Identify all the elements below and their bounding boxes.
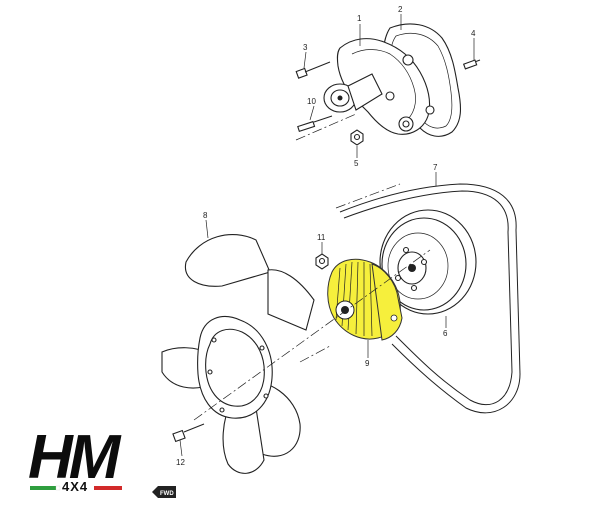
callout-9: 9 (365, 359, 370, 368)
callout-3: 3 (303, 43, 308, 52)
callout-6: 6 (443, 329, 448, 338)
callout-5: 5 (354, 159, 359, 168)
drive-belt (339, 183, 521, 414)
stud-10 (297, 115, 333, 133)
hm-4x4-logo: HM 4X4 (28, 423, 126, 494)
stud-4 (462, 59, 481, 70)
callout-1: 1 (357, 14, 362, 23)
logo-main-text: HM (28, 423, 122, 492)
logo-stripe-green (30, 486, 56, 490)
nut-5 (350, 129, 364, 146)
bolt-12 (172, 423, 205, 443)
water-pump-assembly (295, 23, 481, 146)
forward-marker-text: FWD (160, 491, 174, 497)
callout-2: 2 (398, 5, 403, 14)
fan-clutch-highlighted (327, 258, 403, 341)
callout-leaders (179, 14, 475, 457)
logo-stripe-white (55, 485, 61, 491)
bolt-3 (295, 61, 331, 79)
callout-10: 10 (307, 97, 316, 106)
fan-pulley (379, 209, 477, 315)
callout-11: 11 (317, 233, 326, 242)
cooling-fan (161, 233, 315, 474)
callout-numbers: 1 2 3 4 10 5 7 8 11 6 9 12 (176, 5, 476, 467)
forward-marker: FWD (152, 486, 176, 498)
callout-4: 4 (471, 29, 476, 38)
callout-12: 12 (176, 458, 185, 467)
logo-sub-text: 4X4 (62, 479, 88, 494)
callout-7: 7 (433, 163, 438, 172)
logo-stripe-red (94, 486, 122, 490)
callout-8: 8 (203, 211, 208, 220)
nut-11 (315, 253, 329, 270)
